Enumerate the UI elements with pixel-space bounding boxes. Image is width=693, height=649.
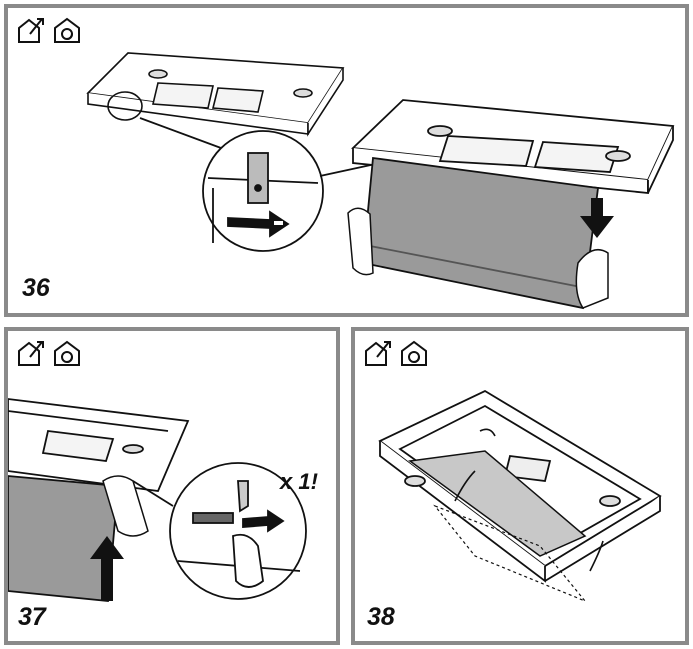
- front-panel-refit-illustration: [8, 398, 307, 602]
- ducted-extraction-icon: [18, 341, 44, 366]
- grease-filter-panel: [408, 450, 587, 557]
- detail-magnifier: [139, 117, 381, 252]
- ducted-extraction-icon: [18, 18, 44, 43]
- hood-edge-drawing: [8, 398, 190, 602]
- step-number: 37: [18, 603, 46, 631]
- quantity-note: x 1!: [280, 469, 318, 494]
- curved-arrow-icon: [589, 540, 604, 572]
- ducted-extraction-icon: [365, 341, 391, 366]
- step-38-panel: 38: [351, 327, 689, 645]
- curved-arrow-icon: [454, 470, 476, 502]
- slide-arrow-icon: [227, 210, 290, 238]
- recirculation-icon: [54, 17, 80, 43]
- small-hood-drawing: [86, 52, 345, 137]
- large-hood-drawing: [350, 99, 675, 310]
- mode-icons: [363, 339, 429, 367]
- hood-underside-drawing: [378, 389, 662, 583]
- detail-magnifier: [132, 462, 307, 600]
- hands-drawing: [347, 207, 609, 309]
- hand-drawing: [102, 475, 149, 537]
- step-37-panel: x 1! 37: [4, 327, 340, 645]
- rotation-arrows: [454, 428, 604, 572]
- step-number: 38: [367, 603, 395, 631]
- hood-front-panel-removal-illustration: [86, 52, 675, 310]
- curved-arrow-icon: [479, 428, 496, 437]
- step-36-panel: 36: [4, 4, 689, 317]
- dashed-outline: [433, 504, 586, 602]
- mode-icons: [16, 16, 82, 44]
- step-number: 36: [22, 274, 50, 302]
- hood-underside-filter-illustration: [378, 389, 662, 602]
- mode-icons: [16, 339, 82, 367]
- down-arrow-icon: [580, 198, 614, 238]
- recirculation-icon: [54, 340, 80, 366]
- slide-arrow-icon: [242, 509, 285, 533]
- up-arrow-icon: [90, 536, 124, 601]
- recirculation-icon: [401, 340, 427, 366]
